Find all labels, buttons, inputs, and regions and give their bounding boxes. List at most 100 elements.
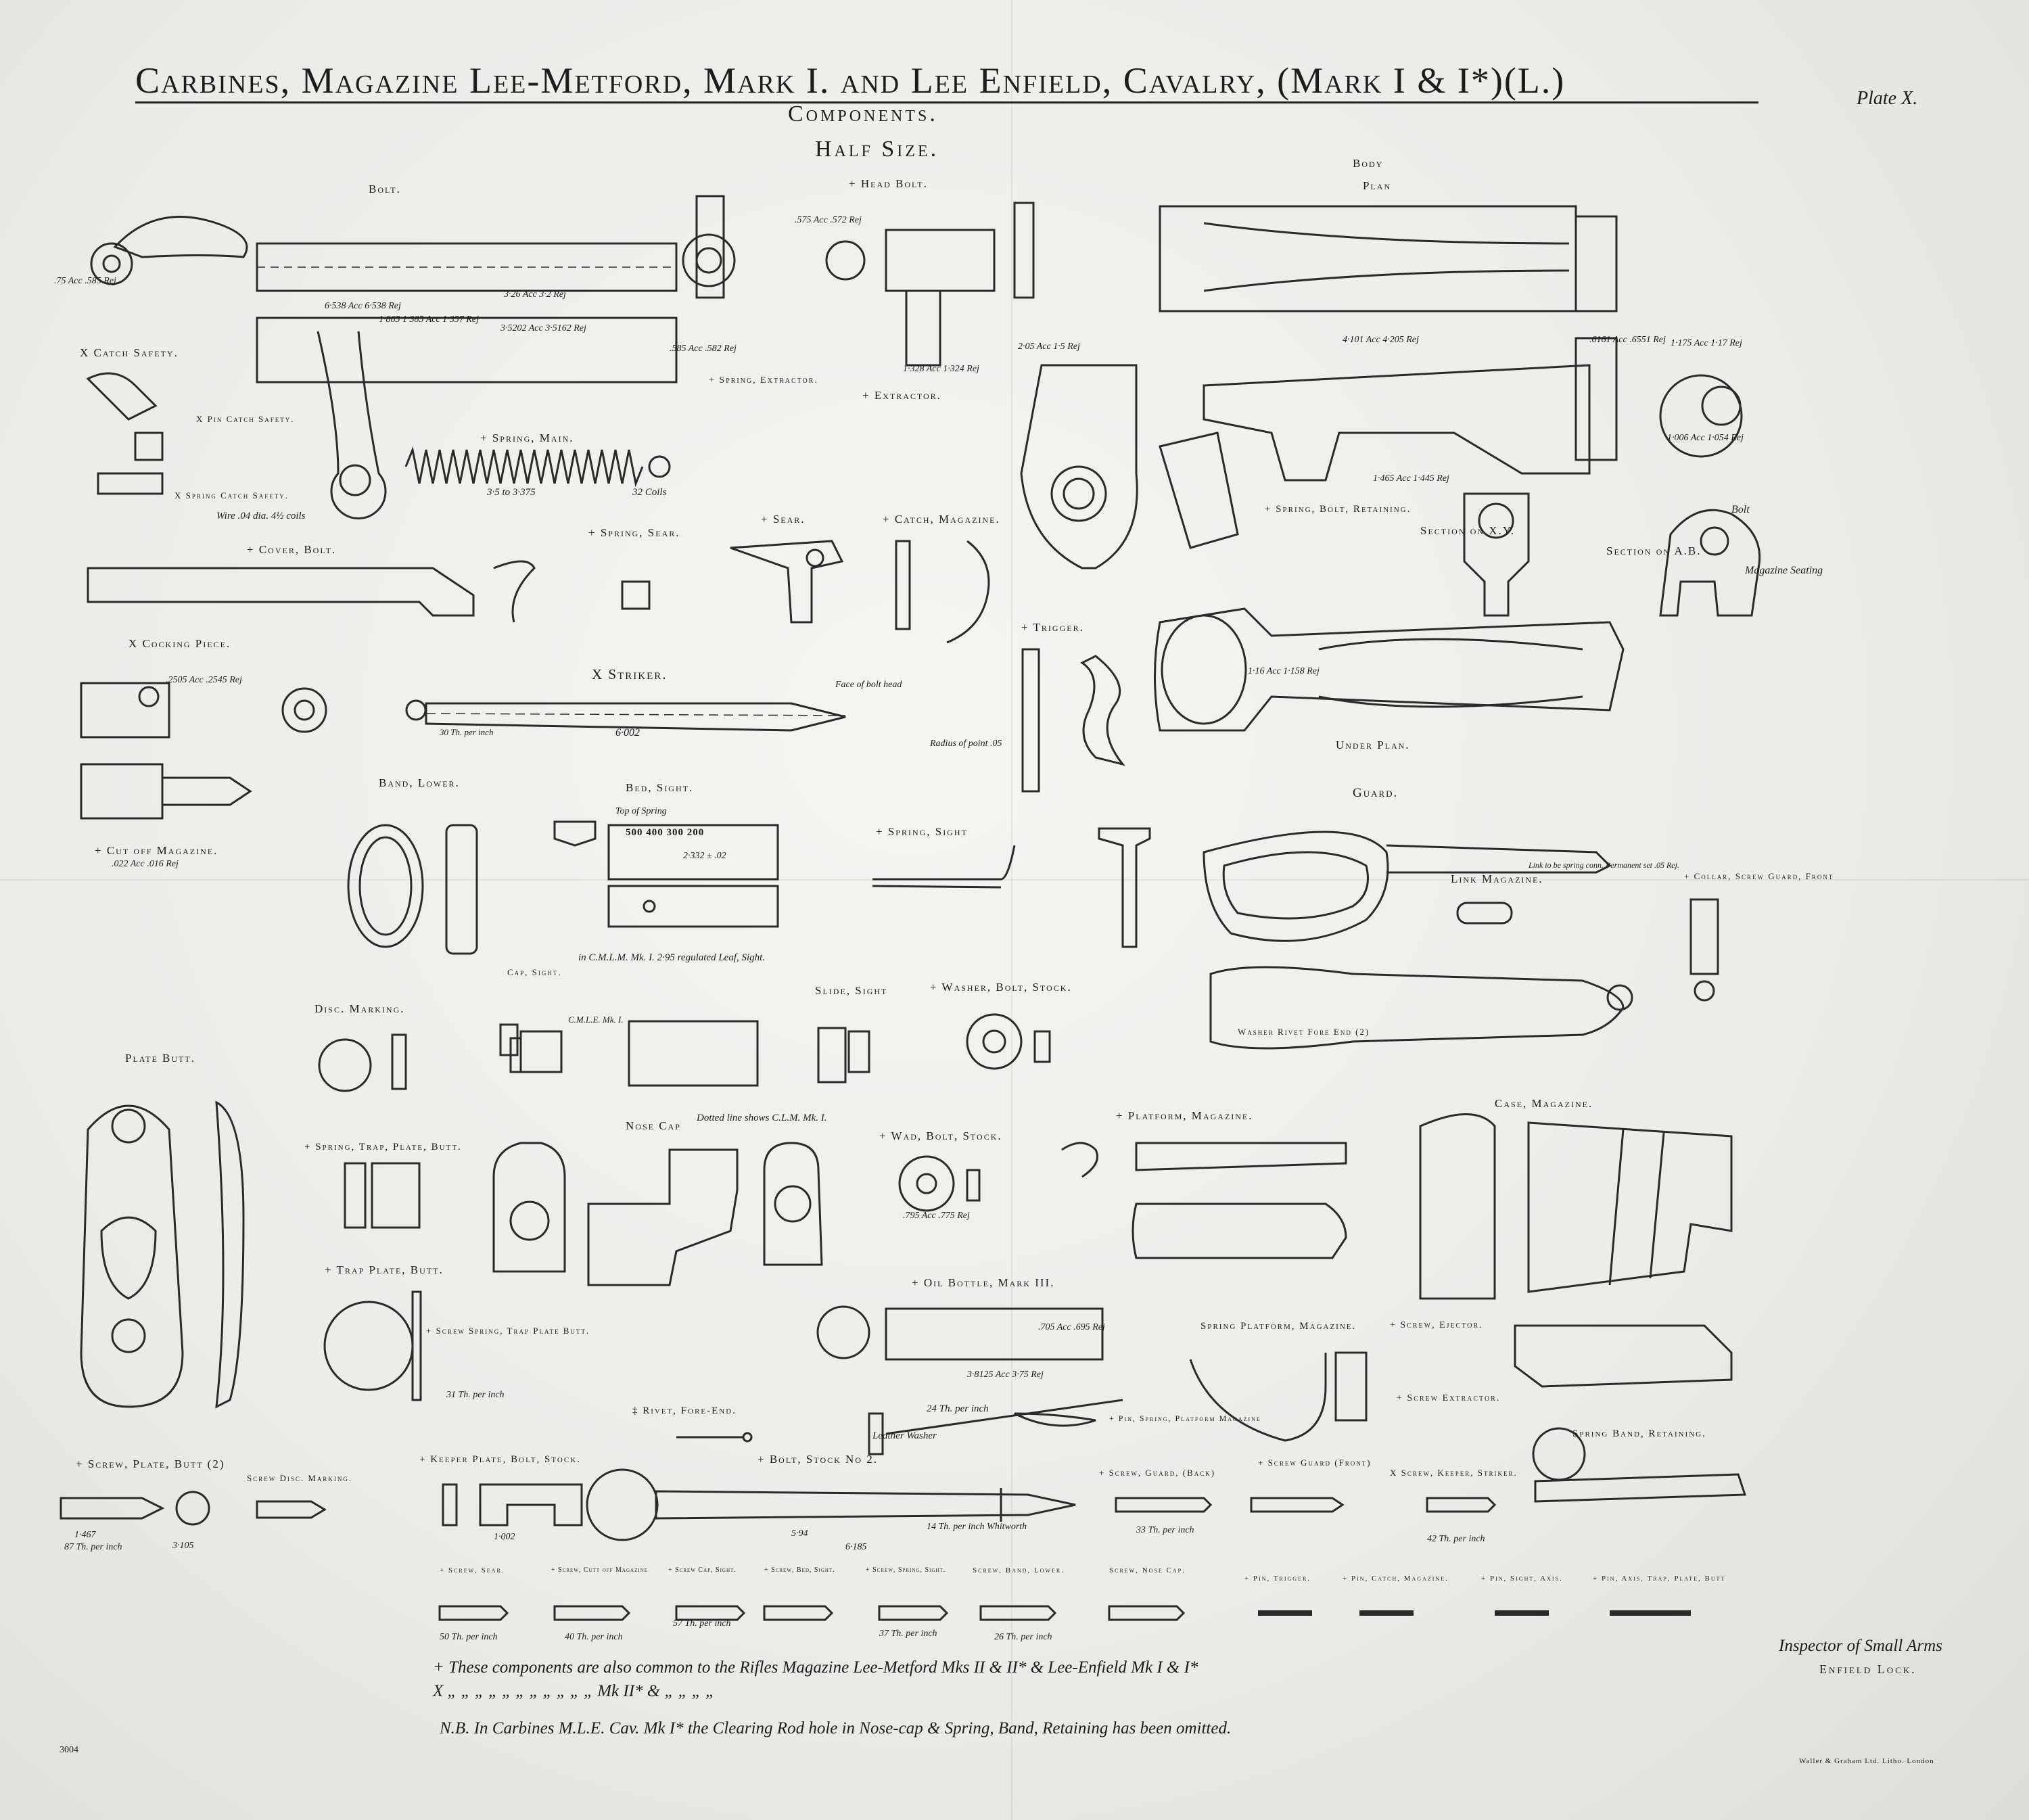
label-platform-magazine: + Platform, Magazine.	[1116, 1109, 1253, 1122]
label-bolt-note: Bolt	[1731, 504, 1750, 515]
label-main-dim: 3·5 to 3·375	[487, 487, 536, 498]
inspector-location: Enfield Lock.	[1819, 1662, 1917, 1676]
label-cmle: C.M.L.E. Mk. I.	[568, 1014, 624, 1025]
sear-group	[621, 540, 990, 644]
sight-parts-drawing	[499, 1013, 1051, 1087]
guard-screws-drawing	[1115, 1497, 1497, 1513]
main-spring-drawing	[404, 446, 671, 488]
label-spring-band-retaining: Spring Band, Retaining.	[1572, 1428, 1706, 1439]
sheet-title: Carbines, Magazine Lee-Metford, Mark I. …	[135, 60, 1566, 101]
dim-18: 2·332 ± .02	[683, 851, 726, 861]
dim-13: .6161 Acc .6551 Rej	[1589, 335, 1666, 345]
label-screw-spring-trap: + Screw Spring, Trap Plate Butt.	[426, 1326, 590, 1336]
dim-19: .705 Acc .695 Rej	[1038, 1322, 1105, 1332]
label-section-ab: Section on A.B.	[1606, 544, 1702, 557]
label-section-xy: Section on X.Y.	[1420, 524, 1516, 537]
label-link-note: Link to be spring conn. Permanent set .0…	[1529, 860, 1679, 870]
dim-3: 3·26 Acc 3·2 Rej	[504, 289, 566, 300]
note-line-1: + These components are also common to th…	[433, 1658, 1198, 1677]
label-bed-sight: Bed, Sight.	[626, 781, 694, 794]
dim-5: 3·5202 Acc 3·5162 Rej	[500, 323, 586, 333]
label-screw-ejector: + Screw, Ejector.	[1390, 1320, 1483, 1330]
label-rivet-fore-end: ‡ Rivet, Fore-End.	[632, 1405, 737, 1416]
striker-drawing	[405, 699, 846, 732]
label-screw-cap-sight: + Screw Cap, Sight.	[668, 1566, 737, 1574]
label-body: Body	[1353, 157, 1384, 170]
dim-14: 1·006 Acc 1·054 Rej	[1667, 433, 1744, 443]
label-bolt-stock-no2: + Bolt, Stock No 2.	[757, 1453, 878, 1466]
dim-33: 3·105	[172, 1541, 194, 1551]
sheet-scale: Half Size.	[815, 137, 939, 162]
dim-15: .2505 Acc .2545 Rej	[166, 675, 242, 685]
label-bolt: Bolt.	[369, 183, 401, 195]
label-screw-keeper-striker: X Screw, Keeper, Striker.	[1390, 1468, 1518, 1478]
section-drawings	[1463, 492, 1761, 617]
label-pin-axis-trap: + Pin, Axis, Trap, Plate, Butt	[1593, 1574, 1726, 1583]
plate-butt-drawing	[80, 1100, 245, 1409]
note-line-2: X „ „ „ „ „ „ „ „ „ „ „ Mk II* & „ „ „ „	[433, 1682, 715, 1700]
label-screw-extractor: + Screw Extractor.	[1397, 1393, 1501, 1403]
dim-7: .585 Acc .582 Rej	[670, 344, 737, 354]
cocking-piece-drawing	[80, 682, 327, 820]
printer-imprint: Waller & Graham Ltd. Litho. London	[1799, 1757, 1934, 1765]
label-cap-sight: Cap, Sight.	[507, 967, 562, 977]
label-link-magazine: Link Magazine.	[1451, 872, 1543, 885]
dim-20: 3·8125 Acc 3·75 Rej	[967, 1370, 1044, 1380]
dim-22: 1·467	[74, 1530, 96, 1540]
dim-28: 50 Th. per inch	[440, 1632, 498, 1642]
rivet-fore-end-drawing	[676, 1432, 753, 1443]
cover-bolt-drawing	[87, 560, 536, 623]
label-extractor: + Extractor.	[862, 389, 941, 402]
dim-31: 37 Th. per inch	[879, 1629, 937, 1639]
label-threads-87: 87 Th. per inch	[64, 1542, 122, 1552]
label-trap-plate-butt: + Trap Plate, Butt.	[325, 1263, 444, 1276]
dim-25: 1·002	[494, 1532, 515, 1542]
label-collar-screw-guard-front: + Collar, Screw Guard, Front	[1684, 871, 1834, 881]
small-screws-row	[438, 1605, 1691, 1621]
label-plate-butt: Plate Butt.	[125, 1052, 195, 1065]
oil-bottle-drawing	[816, 1305, 1123, 1455]
label-case-magazine: Case, Magazine.	[1495, 1097, 1593, 1110]
platform-magazine-drawing	[1061, 1142, 1347, 1259]
label-whitworth: 14 Th. per inch Whitworth	[927, 1522, 1027, 1532]
label-catch-magazine: + Catch, Magazine.	[883, 513, 1000, 526]
receiver-front-view	[1020, 364, 1138, 569]
label-screw-guard-front: + Screw Guard (Front)	[1258, 1457, 1372, 1468]
label-cocking-piece: X Cocking Piece.	[129, 637, 231, 650]
label-top-of-spring: Top of Spring	[615, 806, 667, 816]
label-leather-washer: Leather Washer	[872, 1430, 937, 1441]
label-screw-bed-sight: + Screw, Bed, Sight.	[764, 1566, 835, 1574]
label-cover-bolt: + Cover, Bolt.	[247, 543, 337, 556]
label-dotted-line: Dotted line shows C.L.M. Mk. I.	[697, 1113, 827, 1123]
label-striker-len: 6·002	[615, 727, 640, 739]
dim-4: 6·538 Acc 6·538 Rej	[325, 301, 401, 311]
label-screw-guard-back: + Screw, Guard, (Back)	[1099, 1468, 1216, 1478]
label-coils: 32 Coils	[632, 487, 667, 498]
label-spring-platform-magazine: Spring Platform, Magazine.	[1200, 1321, 1357, 1332]
body-plan-drawing	[1154, 205, 1743, 732]
dim-6: .575 Acc .572 Rej	[795, 215, 862, 225]
paper-fold-horizontal	[0, 879, 2029, 881]
dim-27: 42 Th. per inch	[1427, 1534, 1485, 1544]
head-bolt-drawing	[682, 195, 1035, 367]
label-under-plan: Under Plan.	[1336, 739, 1410, 751]
dim-26: 33 Th. per inch	[1136, 1525, 1194, 1535]
label-catch-safety: X Catch Safety.	[80, 346, 179, 359]
dim-16: .022 Acc .016 Rej	[112, 859, 179, 869]
dim-10: 1·465 Acc 1·445 Rej	[1373, 473, 1449, 484]
label-screw-band-lower: Screw, Band, Lower.	[973, 1566, 1065, 1574]
label-pin-catch-safety: X Pin Catch Safety.	[196, 414, 295, 424]
label-pin-catch-magazine: + Pin, Catch, Magazine.	[1343, 1574, 1449, 1583]
band-lower-drawing	[347, 824, 478, 955]
label-screw-sear: + Screw, Sear.	[440, 1566, 505, 1574]
label-spring-main: + Spring, Main.	[480, 431, 574, 444]
sheet-subtitle: Components.	[788, 101, 938, 126]
label-screw-nose-cap: Screw, Nose Cap.	[1109, 1566, 1186, 1574]
label-keeper-plate: + Keeper Plate, Bolt, Stock.	[419, 1454, 581, 1465]
guard-drawing	[1098, 827, 1612, 948]
catch-safety-drawing	[86, 372, 164, 495]
label-screw-spring-sight: + Screw, Spring, Sight.	[866, 1566, 946, 1574]
label-guard: Guard.	[1353, 786, 1399, 800]
dim-29: 40 Th. per inch	[565, 1632, 623, 1642]
label-screw-disc-marking: Screw Disc. Marking.	[247, 1473, 353, 1483]
